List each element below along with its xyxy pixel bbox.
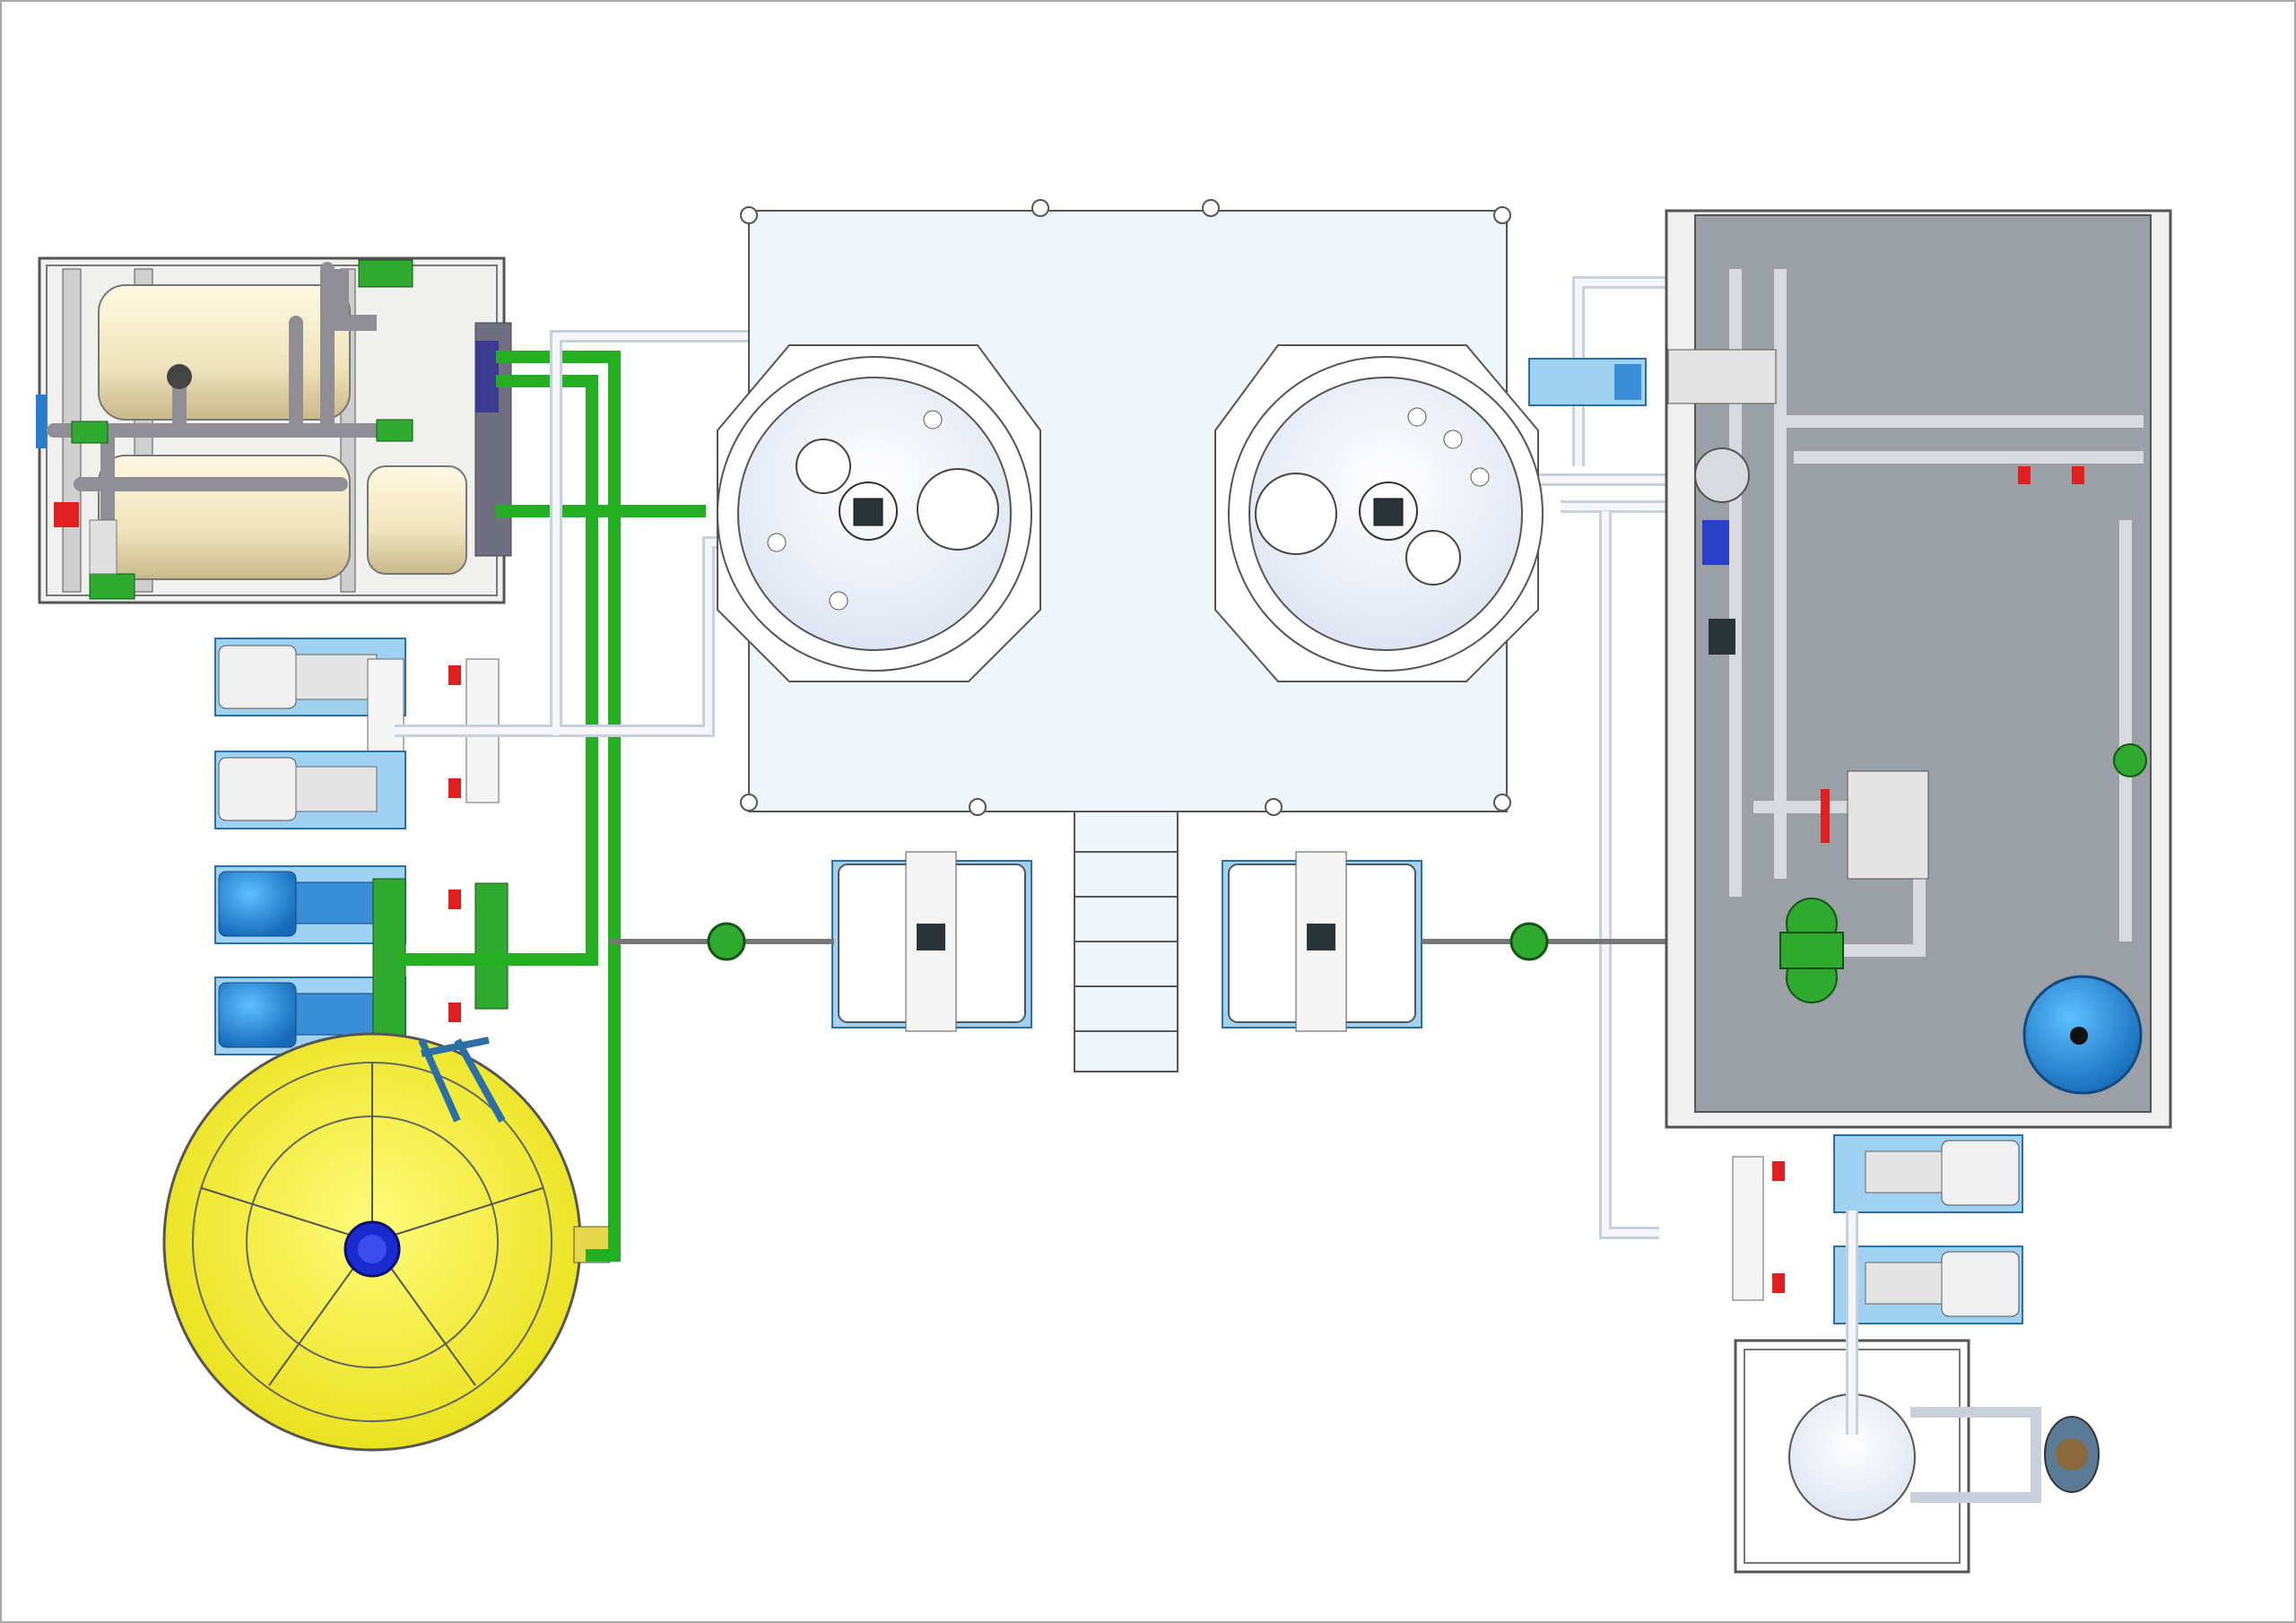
ro-skid: [36, 256, 512, 604]
dosing-lines: [610, 922, 1668, 961]
reactor-tank-left: [717, 344, 1041, 682]
feed-pump-2: [214, 751, 406, 829]
top-valve-block: [1528, 358, 1647, 406]
ladder-stair: [1074, 811, 1178, 1072]
booster-header: [474, 882, 509, 1010]
dosing-unit-right: [1222, 851, 1422, 1032]
reactor-tank-right: [1214, 344, 1544, 682]
output-pump-1: [1833, 1134, 2023, 1213]
control-panel-skid: [1665, 209, 2172, 1129]
pump-valves: [448, 665, 461, 1022]
expansion-vessel-port: [2070, 1027, 2088, 1045]
dosing-unit-left: [831, 851, 1032, 1032]
output-pump-2: [1833, 1245, 2023, 1324]
platform-bolts: [740, 199, 1511, 816]
yellow-storage-tank: [162, 1032, 611, 1452]
green-pump-group: [1779, 898, 1844, 1003]
tank-ladder: [418, 1037, 506, 1123]
feed-pump-1: [214, 638, 406, 785]
filter-vessel: [1734, 1211, 2100, 1574]
output-valves: [1772, 1161, 1785, 1293]
output-header: [1732, 1156, 1764, 1301]
